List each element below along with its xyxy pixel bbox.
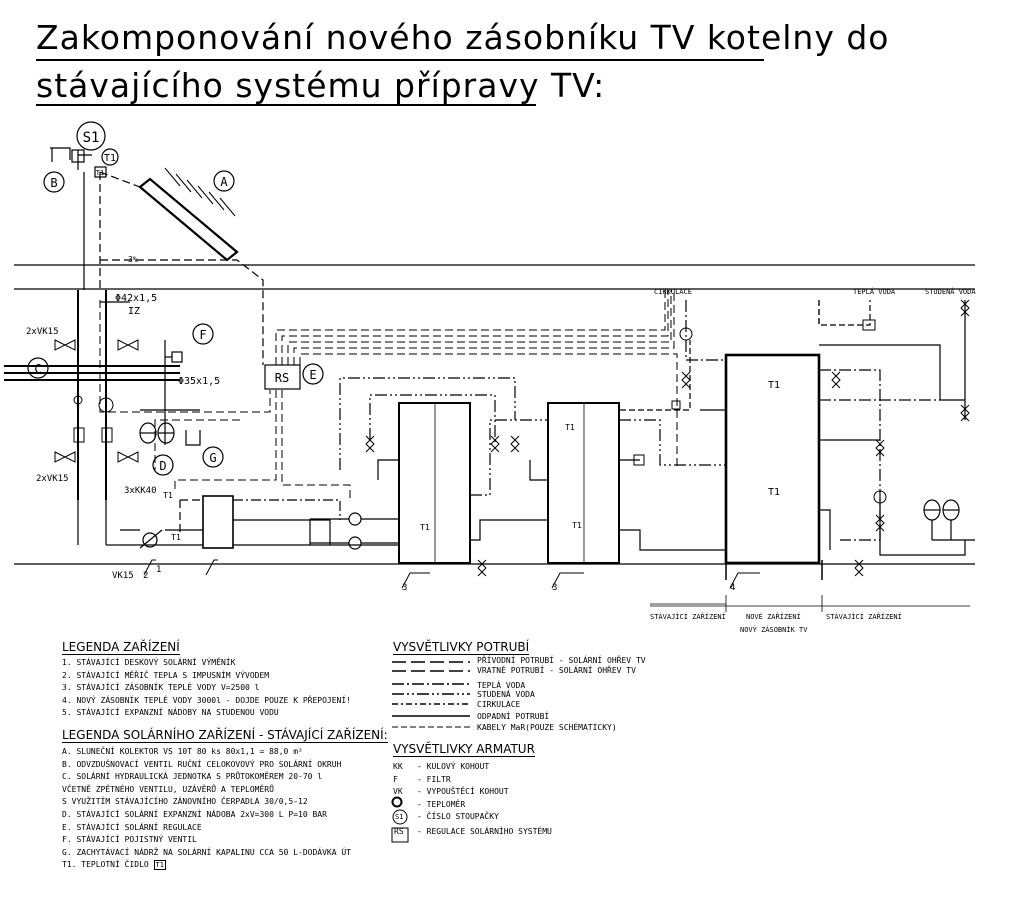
label-vk15-bottom: 2xVK15 [36,474,69,484]
legend-fitting-item: - TEPLOMĚR [393,799,552,812]
label-vk15: VK15 [112,571,134,581]
label-t1-kk: T1 [163,491,173,500]
label-t1-tank4-bottom: T1 [768,487,780,498]
label-tepla-voda: TEPLÁ VODA [853,287,896,296]
title-line-2: stávajícího systému přípravy TV: [36,66,606,105]
title-underline-2 [36,104,536,106]
legend-pipe-item: VRATNÉ POTRUBÍ - SOLÁRNÍ OHŘEV TV [477,665,636,675]
label-n4: 4 [730,583,735,593]
label-t1-tank3b-low: T1 [572,521,582,530]
legend-fittings-list: KK - KULOVÝ KOHOUT F - FILTR VK - VYPOUŠTĚC… [393,761,552,841]
legend-solar-item: D. STÁVAJÍCÍ SOLÁRNÍ EXPANZNÍ NÁDOBA 2xV… [62,809,327,819]
fitting-text: - ČÍSLO STOUPAČKY [417,812,499,822]
legend-solar-item: A. SLUNEČNÍ KOLEKTOR VS 10T 80 ks 80x1,1… [62,747,303,756]
fitting-text: - TEPLOMĚR [417,799,466,809]
label-g: G [209,451,216,465]
label-t1-exchanger: T1 [171,533,181,542]
label-e: E [309,368,316,382]
legend-solar-item: E. STÁVAJÍCÍ SOLÁRNÍ REGULACE [62,822,202,832]
legend-pipe-item: KABELY MaR(POUZE SCHÉMATICKY) [477,723,617,733]
label-t1-tank4-top: T1 [768,380,780,391]
label-d: D [159,459,166,473]
fitting-code: KK [393,762,403,771]
label-stavajici-right: STÁVAJÍCÍ ZAŘÍZENÍ [826,612,902,621]
title-underline-1 [36,59,764,61]
legend-solar-item: S VYUŽITÍM STÁVAJÍCÍHO ZÁNOVNÍHO ČERPADL… [62,797,308,807]
solar-collector [138,177,239,262]
t1-box-symbol: T1 [153,860,166,871]
legend-equipment-item: 3. STÁVAJÍCÍ ZÁSOBNÍK TEPLÉ VODY V=2500 … [62,683,260,693]
legend-solar-item: G. ZACHYTÁVACÍ NÁDRŽ NA SOLÁRNÍ KAPALINU… [62,847,351,857]
label-iz: IZ [128,306,140,317]
label-a: A [220,175,228,189]
label-t1-top: T1 [104,153,116,164]
label-kk40: 3xKK40 [124,486,157,496]
label-stavajici-left: STÁVAJÍCÍ ZAŘÍZENÍ [650,612,726,621]
legend-solar-item: B. ODVZDUŠNOVACÍ VENTIL RUČNÍ CELOKOVOVÝ… [62,759,342,769]
legend-solar-item: VČETNĚ ZPĚTNÉHO VENTILU, UZÁVĚRŮ A TEPLO… [62,784,274,794]
legend-solar-item: C. SOLÁRNÍ HYDRAULICKÁ JEDNOTKA S PRŮTOK… [62,772,323,782]
label-novy-zasobnik: NOVÝ ZÁSOBNÍK TV [740,625,808,634]
label-vk15-top: 2xVK15 [26,327,59,337]
legend-pipes-list: PŘÍVODNÍ POTRUBÍ - SOLÁRNÍ OHŘEV TV VRAT… [477,656,646,733]
fitting-text: - VYPOUŠTĚCÍ KOHOUT [417,787,509,797]
label-c: C [34,362,41,376]
label-t1-tank3b: T1 [565,423,575,432]
legend-equipment-item: 4. NOVÝ ZÁSOBNÍK TEPLÉ VODY 3000l - DOJD… [62,695,351,705]
legend-equipment-item: 2. STÁVAJÍCÍ MĚŘIČ TEPLA S IMPUSNÍM VÝVO… [62,670,270,680]
legend-pipe-item: CIRKULACE [477,700,521,710]
legend-fitting-item: RS - REGULACE SOLÁRNÍHO SYSTÉMU [393,826,552,841]
title-line-1: Zakomponování nového zásobníku TV koteln… [36,18,890,57]
label-s1: S1 [83,130,100,146]
legend-solar-item: F. STÁVAJÍCÍ POJISTNÝ VENTIL [62,835,197,845]
fitting-code: RS [394,827,404,837]
legend-fitting-item: KK - KULOVÝ KOHOUT [393,761,552,774]
legend-solar-heading: LEGENDA SOLÁRNÍHO ZAŘÍZENÍ - STÁVAJÍCÍ Z… [62,728,388,743]
label-n3-left: 3 [402,583,407,593]
label-rs: RS [275,371,289,385]
label-n1: 1 [156,565,161,575]
legend-equipment-list: 1. STÁVAJÍCÍ DESKOVÝ SOLÁRNÍ VÝMĚNÍK 2. … [62,657,351,720]
label-f: F [199,328,206,342]
legend-solar-item-text: T1. TEPLOTNÍ ČIDLO [62,860,149,870]
legend-fitting-item: S1 - ČÍSLO STOUPAČKY [393,811,552,826]
legend-fittings-heading: VYSVĚTLIVKY ARMATUR [393,742,535,757]
legend-solar-item: T1. TEPLOTNÍ ČIDLO T1 [62,859,351,872]
label-studena-voda: STUDENÁ VODA [925,287,976,296]
legend-pipe-item: PŘÍVODNÍ POTRUBÍ - SOLÁRNÍ OHŘEV TV [477,656,646,665]
legend-equipment-item: 5. STÁVAJÍCÍ EXPANZNÍ NÁDOBY NA STUDENOU… [62,708,279,718]
fitting-text: - FILTR [417,774,451,784]
legend-pipe-item: TEPLÁ VODA [477,680,526,690]
fitting-code: F [393,774,398,784]
label-n2: 2 [143,571,148,581]
legend-equipment-heading: LEGENDA ZAŘÍZENÍ [62,640,180,655]
fitting-text: - KULOVÝ KOHOUT [417,762,490,771]
legend-pipes-heading: VYSVĚTLIVKY POTRUBÍ [393,640,530,655]
label-slope: 3% [128,255,138,264]
legend-solar-list: A. SLUNEČNÍ KOLEKTOR VS 10T 80 ks 80x1,1… [62,746,351,872]
label-pipe-35: Φ35x1,5 [178,376,220,387]
label-pipe-42: Φ42x1,5 [115,293,157,304]
label-cirkulace: CIRKULACE [654,288,692,296]
label-t1-tank3: T1 [420,523,430,532]
legend-pipe-item: ODPADNÍ POTRUBÍ [477,712,550,722]
legend-pipe-item: STUDENÁ VODA [477,690,535,700]
label-b: B [50,176,57,190]
legend-fitting-item: F - FILTR [393,774,552,787]
fitting-code: VK [393,787,403,797]
legend-fitting-item: VK - VYPOUŠTĚCÍ KOHOUT [393,786,552,799]
fitting-text: - REGULACE SOLÁRNÍHO SYSTÉMU [417,827,552,837]
fitting-code: S1 [395,813,404,822]
label-nove: NOVÉ ZAŘÍZENÍ [746,612,801,621]
label-t1-box-top: T1 [96,169,104,177]
label-n3-right: 3 [552,583,557,593]
legend-equipment-item: 1. STÁVAJÍCÍ DESKOVÝ SOLÁRNÍ VÝMĚNÍK [62,658,236,667]
